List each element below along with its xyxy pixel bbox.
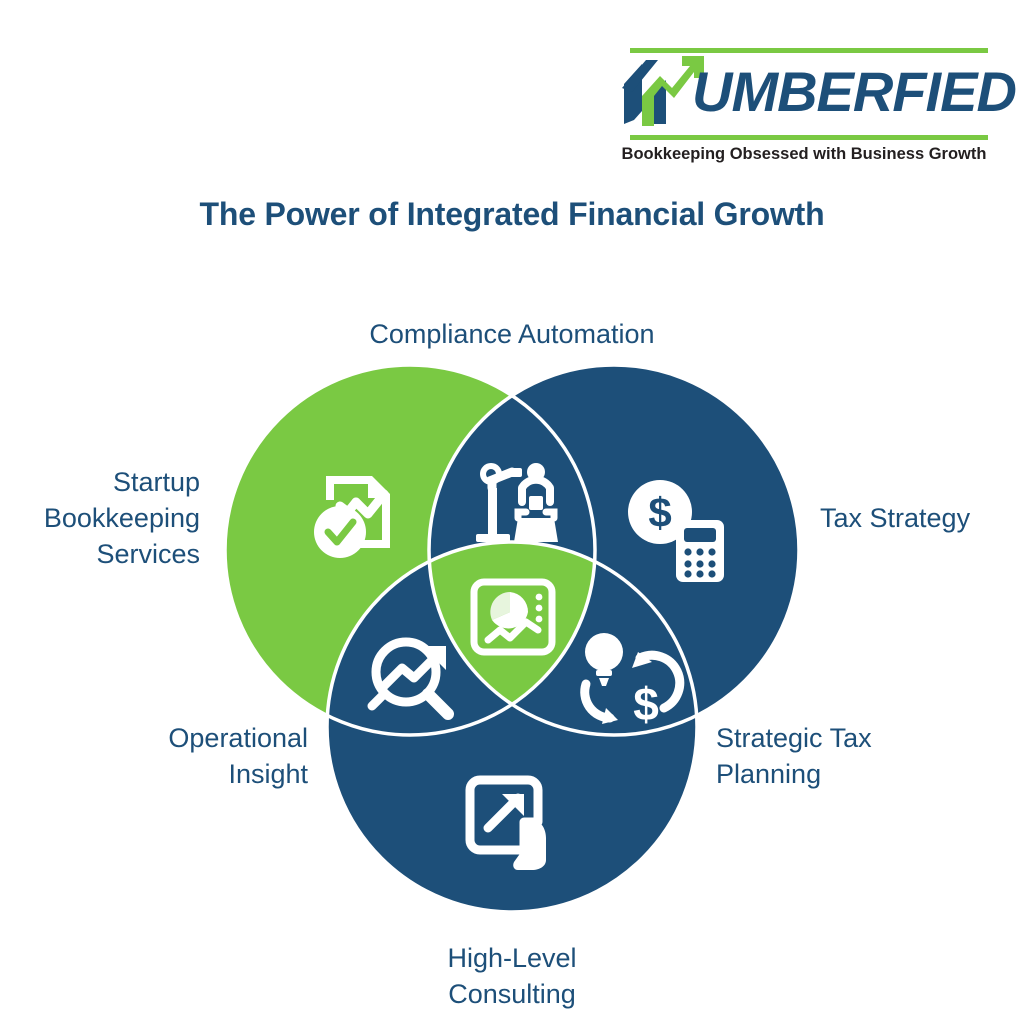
page-title: The Power of Integrated Financial Growth: [199, 196, 825, 232]
svg-text:$: $: [633, 678, 659, 730]
dashboard-pie-trend-icon: [470, 578, 556, 656]
brand-logo: UMBERFIED Bookkeeping Obsessed with Busi…: [620, 44, 1017, 172]
logo-tagline: Bookkeeping Obsessed with Business Growt…: [621, 145, 987, 163]
robotic-arm-automation-icon: [476, 463, 558, 542]
logo-rule-bottom: [630, 135, 988, 140]
venn-label-tax-strategy: Tax Strategy: [820, 503, 971, 533]
dollar-coin-calculator-icon: $: [628, 480, 724, 582]
document-trendline-check-icon: [314, 476, 390, 558]
magnifier-trend-arrow-icon: [367, 637, 454, 720]
tablet-growth-arrow-hand-icon: [465, 775, 546, 870]
logo-wordmark: UMBERFIED: [692, 60, 1017, 123]
n-growth-arrow-icon: [620, 50, 712, 134]
lightbulb-dollar-cycle-icon: $: [580, 633, 685, 730]
venn-label-compliance-automation: Compliance Automation: [369, 319, 655, 349]
venn-label-startup-bookkeeping-services: Startup Bookkeeping Services: [43, 467, 200, 569]
venn-label-high-level-consulting: High-Level Consulting: [447, 943, 577, 1009]
venn-label-strategic-tax-planning: Strategic Tax Planning: [716, 723, 872, 789]
venn-label-operational-insight: Operational Insight: [168, 723, 308, 789]
svg-text:$: $: [648, 489, 671, 536]
logo-rule-top: [630, 48, 988, 53]
venn-outline-strokes: [223, 363, 801, 914]
